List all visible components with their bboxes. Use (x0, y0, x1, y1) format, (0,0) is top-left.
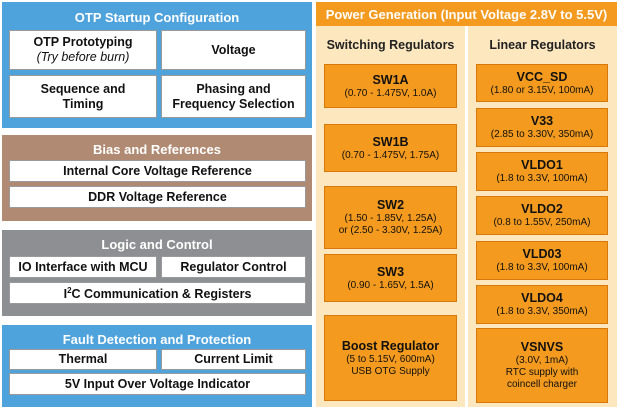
switching-column-header: Switching Regulators (326, 38, 455, 52)
regulator-control-box: Regulator Control (161, 256, 306, 278)
regulator-spec: (1.8 to 3.3V, 350mA) (496, 306, 588, 317)
sequence-label-line1: Sequence and (40, 81, 126, 96)
regulator-name: V33 (530, 114, 554, 128)
sequence-timing-box: Sequence and Timing (9, 75, 157, 118)
regulator-spec: (0.90 - 1.65V, 1.5A) (347, 279, 434, 291)
column-divider (465, 26, 468, 407)
thermal-label: Thermal (58, 352, 108, 366)
linear-column-header: Linear Regulators (489, 38, 596, 52)
regulator-spec: USB OTG Supply (351, 365, 430, 377)
regulator-spec: coincell charger (506, 379, 578, 390)
regulator-name: VLDO4 (521, 291, 563, 305)
regulator-name: VLDO1 (521, 158, 563, 172)
logic-panel: Logic and Control IO Interface with MCU … (2, 230, 312, 316)
sequence-label-line2: Timing (62, 96, 104, 111)
i2c-communication-label: I2C Communication & Registers (63, 286, 252, 302)
otp-prototyping-sublabel: (Try before burn) (36, 50, 130, 64)
io-interface-box: IO Interface with MCU (9, 256, 157, 278)
regulator-name: SW1A (372, 72, 409, 87)
regulator-spec: (1.80 or 3.15V, 100mA) (490, 84, 594, 96)
regulator-vldo4-box: VLDO4(1.8 to 3.3V, 350mA) (476, 285, 608, 324)
regulator-name: SW2 (376, 198, 405, 212)
regulator-spec: (1.50 - 1.85V, 1.25A) (344, 213, 437, 224)
regulator-spec: or (2.50 - 3.30V, 1.25A) (338, 225, 443, 236)
regulator-spec: (1.8 to 3.3V, 100mA) (496, 173, 588, 184)
i2c-communication-box: I2C Communication & Registers (9, 282, 306, 304)
over-voltage-label: 5V Input Over Voltage Indicator (64, 376, 251, 391)
regulator-spec: (0.70 - 1.475V, 1.0A) (344, 87, 437, 99)
regulator-vcc-sd-box: VCC_SD(1.80 or 3.15V, 100mA) (476, 64, 608, 102)
regulator-control-label: Regulator Control (180, 259, 287, 274)
phasing-label-line1: Phasing and (196, 81, 271, 96)
bias-panel: Bias and References Internal Core Voltag… (2, 135, 312, 221)
regulator-sw2-box: SW2(1.50 - 1.85V, 1.25A)or (2.50 - 3.30V… (324, 186, 457, 249)
regulator-spec: (1.8 to 3.3V, 100mA) (496, 262, 588, 273)
fault-panel: Fault Detection and Protection Thermal C… (2, 325, 312, 407)
regulator-vldo1-box: VLDO1(1.8 to 3.3V, 100mA) (476, 152, 608, 191)
regulator-v33-box: V33(2.85 to 3.30V, 350mA) (476, 108, 608, 147)
regulator-spec: RTC supply with (505, 367, 579, 378)
regulator-vldo2-box: VLDO2(0.8 to 1.55V, 250mA) (476, 196, 608, 235)
regulator-name: SW3 (376, 264, 405, 279)
phasing-label-line2: Frequency Selection (172, 96, 295, 111)
thermal-box: Thermal (9, 349, 157, 370)
current-limit-label: Current Limit (194, 352, 273, 366)
over-voltage-box: 5V Input Over Voltage Indicator (9, 373, 306, 395)
ddr-reference-label: DDR Voltage Reference (88, 189, 227, 204)
regulator-name: VLD03 (522, 247, 562, 261)
logic-panel-title: Logic and Control (101, 237, 213, 252)
regulator-spec: (5 to 5.15V, 600mA) (346, 353, 435, 365)
ddr-reference-box: DDR Voltage Reference (9, 186, 306, 208)
regulator-name: VCC_SD (516, 69, 568, 84)
internal-core-reference-label: Internal Core Voltage Reference (63, 163, 252, 178)
regulator-name: VSNVS (520, 340, 564, 354)
otp-panel: OTP Startup Configuration OTP Prototypin… (2, 2, 312, 128)
bias-panel-title: Bias and References (93, 142, 221, 157)
voltage-box: Voltage (161, 30, 306, 70)
io-interface-label: IO Interface with MCU (18, 259, 148, 274)
phasing-frequency-box: Phasing and Frequency Selection (161, 75, 306, 118)
regulator-vld03-box: VLD03(1.8 to 3.3V, 100mA) (476, 241, 608, 280)
otp-panel-title: OTP Startup Configuration (74, 10, 240, 25)
regulator-name: Boost Regulator (341, 338, 440, 353)
regulator-sw3-box: SW3(0.90 - 1.65V, 1.5A) (324, 254, 457, 302)
regulator-boost-regulator-box: Boost Regulator(5 to 5.15V, 600mA)USB OT… (324, 315, 457, 401)
power-panel-header: Power Generation (Input Voltage 2.8V to … (316, 2, 617, 26)
power-panel-title: Power Generation (Input Voltage 2.8V to … (325, 7, 608, 22)
fault-panel-title: Fault Detection and Protection (62, 332, 252, 347)
internal-core-reference-box: Internal Core Voltage Reference (9, 160, 306, 182)
power-panel: Power Generation (Input Voltage 2.8V to … (316, 2, 617, 407)
regulator-name: SW1B (372, 134, 409, 149)
regulator-name: VLDO2 (521, 202, 563, 216)
regulator-spec: (3.0V, 1mA) (515, 355, 569, 366)
regulator-spec: (0.70 - 1.475V, 1.75A) (341, 149, 440, 161)
regulator-spec: (0.8 to 1.55V, 250mA) (493, 217, 591, 228)
regulator-sw1a-box: SW1A(0.70 - 1.475V, 1.0A) (324, 64, 457, 108)
otp-prototyping-box: OTP Prototyping (Try before burn) (9, 30, 157, 70)
regulator-sw1b-box: SW1B(0.70 - 1.475V, 1.75A) (324, 124, 457, 172)
current-limit-box: Current Limit (161, 349, 306, 370)
voltage-label: Voltage (211, 42, 256, 57)
regulator-spec: (2.85 to 3.30V, 350mA) (490, 129, 594, 140)
otp-prototyping-label: OTP Prototyping (33, 35, 133, 49)
